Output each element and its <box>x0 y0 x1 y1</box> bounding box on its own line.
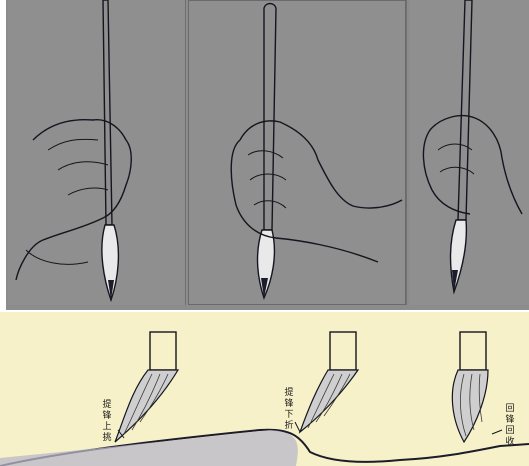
hand-holding-brush-illustration-2 <box>188 0 406 305</box>
stroke-label-2: 提锋 下折 <box>282 388 296 432</box>
grip-panel-1 <box>8 0 186 305</box>
brush-stroke-diagram <box>0 312 529 466</box>
stroke-label-3-line-2: 回收 <box>503 426 517 448</box>
brush-3 <box>452 332 488 442</box>
stroke-label-2-line-1: 提锋 <box>282 388 296 410</box>
grip-panel-3 <box>410 0 529 305</box>
stroke-technique-strip: 提锋 上挑 提锋 下折 回锋 回收 <box>0 312 529 466</box>
stroke-label-3-line-1: 回锋 <box>503 404 517 426</box>
stroke-label-1: 提锋 上挑 <box>100 400 114 444</box>
hand-holding-brush-illustration-1 <box>8 0 185 305</box>
stroke-label-1-line-1: 提锋 <box>100 400 114 422</box>
stroke-label-1-line-2: 上挑 <box>100 422 114 444</box>
stroke-label-3: 回锋 回收 <box>503 404 517 448</box>
brush-1 <box>115 332 178 442</box>
stroke-label-2-line-2: 下折 <box>282 410 296 432</box>
hand-holding-brush-illustration-3 <box>410 0 529 305</box>
brush-2 <box>300 332 358 432</box>
grip-panel-2 <box>188 0 407 305</box>
